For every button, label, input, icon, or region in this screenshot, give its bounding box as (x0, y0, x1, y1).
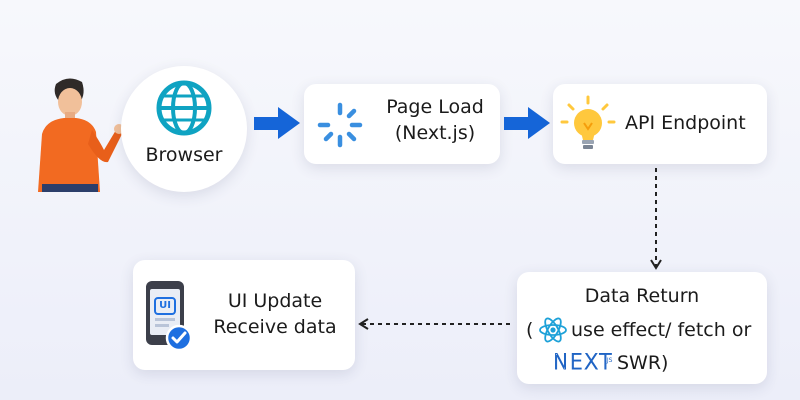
lightbulb-icon (560, 95, 616, 149)
nextjs-logo-suffix: .JS (605, 357, 613, 364)
arrow-pageload-to-api (504, 107, 550, 139)
data-return-title: Data Return (584, 285, 700, 307)
ui-update-label-line2: Receive data (213, 316, 337, 338)
data-return-text1: use effect/ fetch or (571, 319, 752, 341)
arrow-datareturn-to-uiupdate (358, 318, 512, 330)
browser-label: Browser (145, 144, 223, 166)
page-load-label-line1: Page Load (386, 96, 484, 118)
spinner-icon (317, 102, 363, 148)
phone-check-icon (146, 281, 193, 352)
person-illustration (38, 78, 124, 192)
ui-update-label-line1: UI Update (227, 290, 323, 312)
data-return-open-paren: ( (526, 319, 534, 341)
page-load-label-line2: (Next.js) (394, 122, 476, 144)
ui-screen-badge: UI (159, 300, 171, 311)
arrow-api-to-datareturn (650, 168, 662, 270)
arrow-browser-to-pageload (254, 107, 300, 139)
nextjs-logo: NEXT (553, 350, 613, 375)
data-return-text2: SWR) (617, 352, 669, 374)
browser-node (121, 66, 247, 192)
page-load-node (304, 84, 500, 164)
react-icon (539, 317, 567, 343)
api-endpoint-label: API Endpoint (625, 112, 746, 134)
globe-icon (156, 80, 212, 136)
